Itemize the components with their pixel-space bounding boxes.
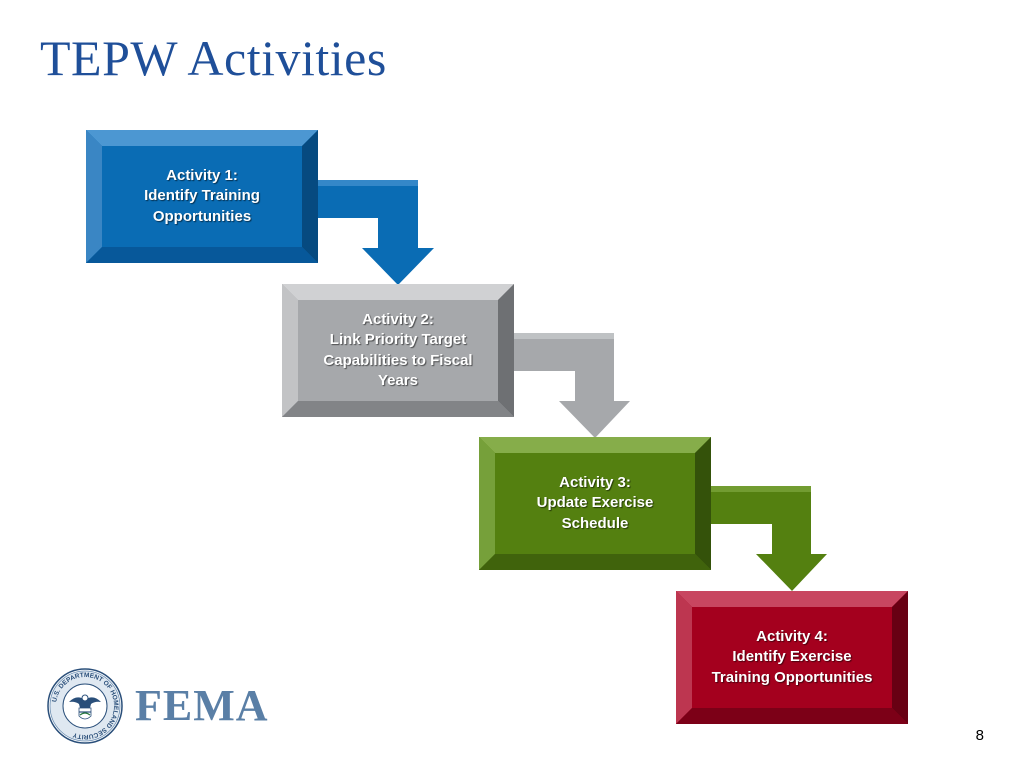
activity-2-bevel [282, 284, 514, 417]
activity-2-line-2: Capabilities to Fiscal [323, 351, 473, 369]
arrow-2-to-3 [514, 333, 630, 438]
activity-3-line-1: Update Exercise [536, 494, 654, 512]
activity-1-heading: Activity 1: [166, 166, 238, 184]
arrow-3-to-4 [711, 486, 827, 591]
activity-3-line-2: Schedule [561, 514, 629, 532]
activity-2-line-1: Link Priority Target [329, 331, 467, 348]
page-number: 8 [975, 727, 984, 744]
activity-1-line-2: Opportunities [152, 207, 252, 225]
activity-1-bevel [86, 130, 318, 263]
activity-2-heading: Activity 2: [362, 310, 434, 328]
activity-4-box: Activity 4: Identify Exercise Training O… [676, 591, 908, 724]
dhs-seal-icon: U.S. DEPARTMENT OF HOMELAND SECURITY [47, 668, 123, 744]
activity-1-box: Activity 1: Identify Training Opportunit… [86, 130, 318, 263]
activity-3-bevel [479, 437, 711, 570]
activity-3-text: Activity 3: Update Exercise Schedule [495, 453, 695, 554]
activity-2-line-3: Years [377, 372, 419, 389]
activity-1-text: Activity 1: Identify Training Opportunit… [102, 146, 302, 247]
activity-2-box: Activity 2: Link Priority Target Capabil… [282, 284, 514, 417]
activity-1-line-1: Identify Training [144, 187, 260, 205]
activity-4-heading: Activity 4: [756, 627, 828, 645]
activity-3-heading: Activity 3: [559, 473, 631, 491]
activity-3-box: Activity 3: Update Exercise Schedule [479, 437, 711, 570]
activity-4-text: Activity 4: Identify Exercise Training O… [692, 607, 892, 708]
activity-4-line-1: Identify Exercise [732, 648, 852, 666]
activity-2-text: Activity 2: Link Priority Target Capabil… [298, 300, 498, 401]
activity-4-line-2: Training Opportunities [711, 668, 873, 686]
activity-4-bevel [676, 591, 908, 724]
arrow-1-to-2 [318, 180, 434, 285]
fema-wordmark: FEMA [135, 681, 269, 730]
slide-title: TEPW Activities [40, 30, 387, 86]
